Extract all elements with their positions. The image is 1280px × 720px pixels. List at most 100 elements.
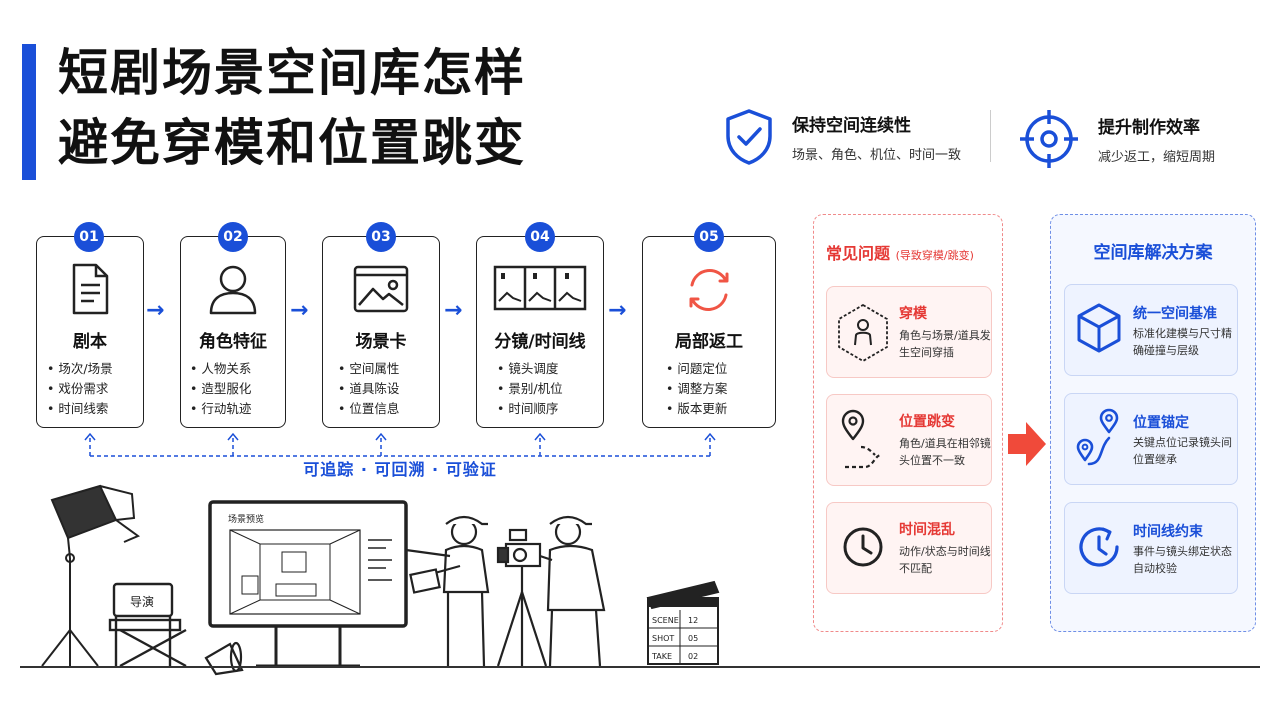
clapperboard (646, 580, 720, 665)
solution-card-position-anchor: 位置锚定 关键点位记录镜头间位置继承 (1064, 393, 1238, 485)
problem-to-solution-arrow (1008, 422, 1046, 466)
step-title: 分镜/时间线 (494, 332, 586, 352)
target-crosshair-icon (1020, 110, 1078, 168)
clapper-scene-value: 12 (688, 616, 698, 625)
scene-preview-monitor (208, 500, 408, 668)
solution-title: 位置锚定 (1133, 415, 1189, 431)
clock-arrow-icon (1079, 527, 1119, 567)
trace-feedback-loop (84, 432, 716, 457)
feature-divider (990, 110, 991, 162)
solution-card-timeline-constraint: 时间线约束 事件与镜头绑定状态自动校验 (1064, 502, 1238, 594)
solution-title: 统一空间基准 (1133, 306, 1217, 322)
feature-title: 保持空间连续性 (792, 116, 911, 136)
problem-desc: 角色/道具在相邻镜头位置不一致 (899, 437, 991, 467)
problems-title: 常见问题 (导致穿模/跳变) (826, 240, 974, 264)
title-line-1: 短剧场景空间库怎样 (58, 44, 526, 102)
megaphone (204, 641, 244, 676)
camera-on-tripod (496, 528, 548, 667)
feature-title: 提升制作效率 (1098, 118, 1200, 138)
step-card-rework: 局部返工 问题定位 调整方案 版本更新 (642, 236, 776, 428)
director-chair (108, 582, 187, 668)
problem-card-clipping: 穿模 角色与场景/道具发生空间穿插 (826, 286, 992, 378)
location-jump-icon (841, 409, 882, 469)
step-item: 时间顺序 (497, 399, 583, 419)
step-item: 调整方案 (666, 379, 752, 399)
clock-icon (843, 527, 883, 567)
studio-light (41, 484, 141, 667)
step-item: 人物关系 (190, 359, 276, 379)
step-item: 道具陈设 (338, 379, 424, 399)
clapper-take-value: 02 (688, 652, 698, 661)
person-pointing (405, 515, 490, 667)
step-number-badge: 05 (694, 222, 724, 252)
problem-title: 穿模 (899, 306, 927, 322)
problems-panel (813, 214, 1003, 632)
problem-desc: 动作/状态与时间线不匹配 (899, 545, 991, 575)
monitor-label: 场景预览 (228, 513, 264, 525)
trace-label: 可追踪 · 可回溯 · 可验证 (303, 460, 497, 479)
step-item: 镜头调度 (497, 359, 583, 379)
clapper-take-label: TAKE (651, 652, 672, 661)
step-number-badge: 04 (525, 222, 555, 252)
solution-desc: 事件与镜头绑定状态自动校验 (1133, 545, 1232, 575)
flow-arrow: → (290, 298, 309, 323)
refresh-cycle-icon (689, 269, 729, 311)
solution-card-unified-space: 统一空间基准 标准化建模与尺寸精确碰撞与层级 (1064, 284, 1238, 376)
ground-line (20, 666, 1260, 668)
step-card-storyboard: 分镜/时间线 镜头调度 景别/机位 时间顺序 (476, 236, 604, 428)
problems-title-note: (导致穿模/跳变) (895, 249, 974, 262)
clapper-scene-label: SCENE (652, 616, 679, 625)
page-title: 短剧场景空间库怎样 避免穿模和位置跳变 (58, 38, 526, 178)
step-number-badge: 03 (366, 222, 396, 252)
flow-arrow: → (146, 298, 165, 323)
step-item: 问题定位 (666, 359, 752, 379)
location-path-icon (1076, 408, 1119, 466)
step-items: 镜头调度 景别/机位 时间顺序 (477, 359, 603, 419)
step-item: 造型服化 (190, 379, 276, 399)
step-title: 剧本 (73, 332, 107, 352)
title-accent-bar (22, 44, 36, 180)
solution-desc: 关键点位记录镜头间位置继承 (1133, 436, 1232, 466)
image-icon (353, 265, 409, 313)
solutions-title: 空间库解决方案 (1093, 243, 1213, 263)
step-items: 场次/场景 戏份需求 时间线索 (37, 359, 143, 419)
problem-card-time-chaos: 时间混乱 动作/状态与时间线不匹配 (826, 502, 992, 594)
step-card-script: 剧本 场次/场景 戏份需求 时间线索 (36, 236, 144, 428)
clapper-shot-label: SHOT (652, 634, 674, 643)
step-title: 角色特征 (199, 332, 267, 352)
director-chair-label: 导演 (130, 594, 154, 609)
step-title: 局部返工 (675, 332, 743, 352)
title-line-2: 避免穿模和位置跳变 (58, 114, 526, 172)
document-icon (72, 263, 109, 315)
step-items: 空间属性 道具陈设 位置信息 (323, 359, 439, 419)
problems-title-text: 常见问题 (826, 244, 891, 263)
step-item: 时间线索 (47, 399, 133, 419)
solution-title: 时间线约束 (1133, 524, 1203, 540)
flow-arrow: → (608, 298, 627, 323)
step-card-character: 角色特征 人物关系 造型服化 行动轨迹 (180, 236, 286, 428)
problem-title: 位置跳变 (899, 414, 955, 430)
camera-operator (539, 515, 606, 667)
solution-desc: 标准化建模与尺寸精确碰撞与层级 (1133, 327, 1232, 357)
step-item: 景别/机位 (497, 379, 583, 399)
storyboard-icon (493, 265, 587, 311)
step-number-badge: 01 (74, 222, 104, 252)
film-set-illustration: 导演 场景预览 (41, 484, 720, 676)
cube-icon (1077, 303, 1121, 353)
clapper-shot-value: 05 (688, 634, 698, 643)
problem-desc: 角色与场景/道具发生空间穿插 (899, 329, 991, 359)
step-card-scene: 场景卡 空间属性 道具陈设 位置信息 (322, 236, 440, 428)
feature-subtitle: 场景、角色、机位、时间一致 (792, 148, 962, 163)
feature-subtitle: 减少返工，缩短周期 (1098, 150, 1216, 165)
step-item: 空间属性 (338, 359, 424, 379)
person-icon (209, 265, 257, 315)
step-item: 行动轨迹 (190, 399, 276, 419)
step-items: 人物关系 造型服化 行动轨迹 (181, 359, 285, 419)
shield-check-icon (726, 109, 772, 165)
problem-title: 时间混乱 (899, 522, 955, 538)
step-item: 场次/场景 (47, 359, 133, 379)
feature-efficiency: 提升制作效率 减少返工，缩短周期 (1018, 108, 1215, 170)
step-items: 问题定位 调整方案 版本更新 (643, 359, 775, 419)
flow-arrow: → (444, 298, 463, 323)
feature-continuity: 保持空间连续性 场景、角色、机位、时间一致 (724, 108, 961, 166)
